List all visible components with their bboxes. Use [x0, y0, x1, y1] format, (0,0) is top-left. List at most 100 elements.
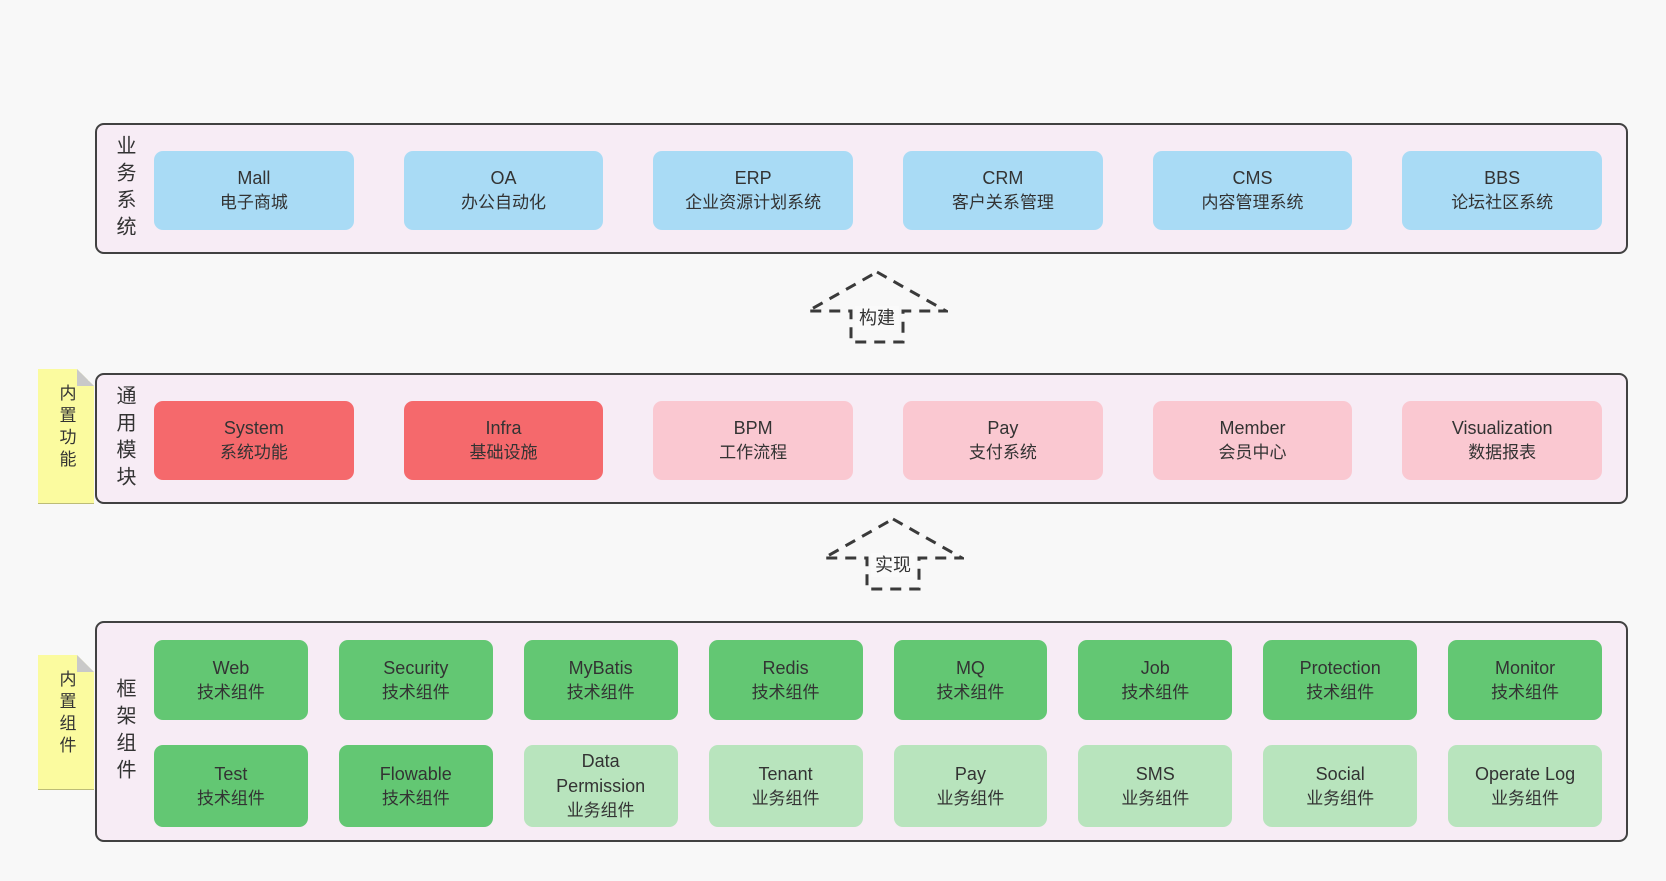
box-security: Security 技术组件: [338, 640, 493, 720]
box-crm: CRM 客户关系管理: [903, 151, 1103, 230]
box-pay-module: Pay 支付系统: [903, 401, 1103, 480]
box-title: MyBatis: [568, 657, 633, 678]
box-subtitle: 支付系统: [968, 443, 1037, 462]
box-mall: Mall 电子商城: [154, 151, 354, 230]
box-erp: ERP 企业资源计划系统: [653, 151, 854, 230]
box-title: ERP: [734, 168, 772, 188]
box-cms: CMS 内容管理系统: [1152, 151, 1353, 230]
box-redis: Redis 技术组件: [708, 640, 863, 720]
box-subtitle: 业务组件: [1306, 788, 1375, 808]
box-job: Job 技术组件: [1078, 640, 1233, 720]
box-title: Social: [1315, 763, 1365, 784]
box-social: Social 业务组件: [1263, 745, 1418, 827]
box-subtitle: 办公自动化: [461, 193, 546, 212]
box-bbs: BBS 论坛社区系统: [1402, 151, 1603, 230]
box-subtitle: 技术组件: [566, 682, 635, 702]
box-subtitle: 技术组件: [751, 682, 820, 702]
box-infra: Infra 基础设施: [403, 401, 604, 480]
box-subtitle: 企业资源计划系统: [685, 193, 822, 212]
box-title: Pay: [954, 763, 986, 784]
note-fold-icon: [77, 655, 94, 672]
box-title: Infra: [485, 418, 522, 438]
box-mybatis: MyBatis 技术组件: [523, 640, 678, 720]
note-text: 内置功能: [56, 384, 76, 472]
box-pay-component: Pay 业务组件: [893, 745, 1048, 827]
components-row-2: Test 技术组件 Flowable 技术组件 Data Permission …: [154, 745, 1602, 827]
box-title: BPM: [733, 418, 773, 438]
layer-label-common-modules: 通用模块: [113, 384, 135, 493]
box-subtitle: 技术组件: [1121, 682, 1190, 702]
box-title: Operate Log: [1475, 763, 1576, 784]
box-subtitle: 会员中心: [1218, 443, 1287, 462]
layer-label-business-systems: 业务系统: [113, 134, 135, 243]
box-monitor: Monitor 技术组件: [1448, 640, 1602, 720]
box-subtitle: 数据报表: [1468, 443, 1537, 462]
box-subtitle: 基础设施: [469, 443, 538, 462]
box-subtitle: 技术组件: [381, 682, 450, 702]
box-title: Member: [1219, 418, 1286, 438]
box-title: Protection: [1299, 657, 1381, 678]
box-title: Visualization: [1451, 418, 1553, 438]
box-visualization: Visualization 数据报表: [1402, 401, 1603, 480]
box-title: Test: [214, 763, 248, 784]
box-title: Web: [212, 657, 250, 678]
box-tenant: Tenant 业务组件: [708, 745, 863, 827]
box-protection: Protection 技术组件: [1263, 640, 1418, 720]
box-title: MQ: [955, 657, 985, 678]
box-title: BBS: [1484, 168, 1521, 188]
up-block-arrow-icon: [822, 517, 964, 591]
sticky-note-built-in-components: 内置组件: [38, 655, 94, 790]
up-block-arrow-icon: [806, 270, 948, 344]
box-subtitle: 系统功能: [219, 443, 288, 462]
box-subtitle: 技术组件: [381, 788, 450, 808]
box-mq: MQ 技术组件: [893, 640, 1048, 720]
box-title: Job: [1140, 657, 1170, 678]
box-oa: OA 办公自动化: [403, 151, 604, 230]
box-subtitle: 技术组件: [196, 682, 265, 702]
layer-label-framework-components: 框架组件: [113, 677, 135, 786]
build-arrow-label: 构建: [855, 306, 899, 330]
box-title: Redis: [762, 657, 809, 678]
box-member: Member 会员中心: [1152, 401, 1353, 480]
layer-common-modules: 通用模块 System 系统功能 Infra 基础设施 BPM 工作流程 Pay…: [95, 373, 1628, 504]
box-subtitle: 业务组件: [936, 788, 1005, 808]
box-subtitle: 电子商城: [219, 193, 288, 212]
implement-arrow-label: 实现: [871, 553, 915, 577]
box-title: Flowable: [379, 763, 452, 784]
box-subtitle: 技术组件: [1306, 682, 1375, 702]
box-bpm: BPM 工作流程: [653, 401, 854, 480]
note-fold-icon: [77, 369, 94, 386]
box-title: System: [223, 418, 284, 438]
box-system: System 系统功能: [154, 401, 354, 480]
box-subtitle: 技术组件: [196, 788, 265, 808]
box-title: CRM: [982, 168, 1024, 188]
business-box-row: Mall 电子商城 OA 办公自动化 ERP 企业资源计划系统 CRM 客户关系…: [154, 151, 1603, 230]
box-title: Tenant: [758, 763, 813, 784]
layer-business-systems: 业务系统 Mall 电子商城 OA 办公自动化 ERP 企业资源计划系统 CRM…: [95, 123, 1628, 254]
box-title: CMS: [1232, 168, 1273, 188]
box-sms: SMS 业务组件: [1078, 745, 1233, 827]
sticky-note-built-in-features: 内置功能: [38, 369, 94, 504]
box-subtitle: 工作流程: [719, 443, 788, 462]
box-title: Security: [383, 657, 449, 678]
box-title: Data Permission: [556, 751, 646, 796]
box-subtitle: 业务组件: [1121, 788, 1190, 808]
implement-arrow: 实现: [822, 517, 964, 591]
box-subtitle: 客户关系管理: [951, 193, 1054, 212]
box-test: Test 技术组件: [154, 745, 308, 827]
box-title: Monitor: [1495, 657, 1556, 678]
box-subtitle: 论坛社区系统: [1451, 193, 1554, 212]
modules-box-row: System 系统功能 Infra 基础设施 BPM 工作流程 Pay 支付系统…: [154, 401, 1603, 480]
components-row-1: Web 技术组件 Security 技术组件 MyBatis 技术组件 Redi…: [154, 640, 1602, 720]
box-title: Mall: [237, 168, 271, 188]
box-subtitle: 内容管理系统: [1201, 193, 1304, 212]
box-subtitle: 技术组件: [1491, 682, 1560, 702]
box-subtitle: 业务组件: [566, 801, 635, 820]
box-subtitle: 业务组件: [1491, 788, 1560, 808]
box-title: Pay: [987, 418, 1019, 438]
box-operate-log: Operate Log 业务组件: [1448, 745, 1602, 827]
box-title: OA: [490, 168, 517, 188]
build-arrow: 构建: [806, 270, 948, 344]
box-title: SMS: [1135, 763, 1175, 784]
